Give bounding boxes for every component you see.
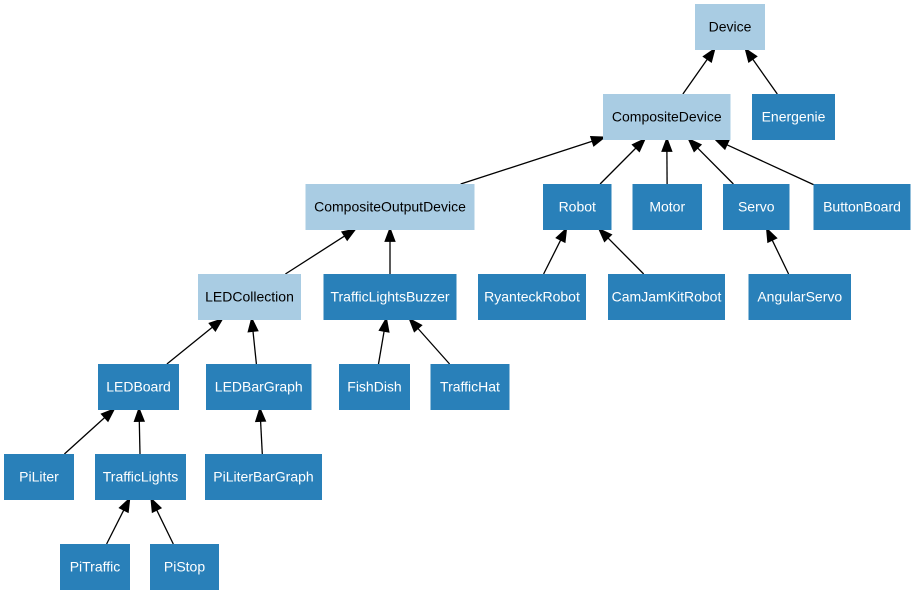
svg-text:LEDBarGraph: LEDBarGraph [215, 379, 303, 395]
svg-text:PiStop: PiStop [164, 559, 205, 575]
svg-text:PiLiter: PiLiter [19, 469, 59, 485]
svg-text:PiLiterBarGraph: PiLiterBarGraph [213, 469, 313, 485]
svg-text:PiTraffic: PiTraffic [70, 559, 121, 575]
svg-text:CamJamKitRobot: CamJamKitRobot [612, 289, 722, 305]
svg-text:TrafficLights: TrafficLights [103, 469, 178, 485]
svg-text:Energenie: Energenie [762, 109, 826, 125]
svg-text:CompositeDevice: CompositeDevice [612, 109, 722, 125]
svg-text:ButtonBoard: ButtonBoard [823, 199, 901, 215]
svg-text:TrafficHat: TrafficHat [440, 379, 500, 395]
svg-text:FishDish: FishDish [347, 379, 401, 395]
svg-text:LEDBoard: LEDBoard [106, 379, 171, 395]
svg-text:CompositeOutputDevice: CompositeOutputDevice [314, 199, 466, 215]
svg-text:Robot: Robot [559, 199, 596, 215]
svg-text:LEDCollection: LEDCollection [205, 289, 294, 305]
svg-text:Device: Device [709, 19, 752, 35]
svg-text:RyanteckRobot: RyanteckRobot [484, 289, 580, 305]
svg-text:Servo: Servo [738, 199, 775, 215]
svg-text:Motor: Motor [649, 199, 685, 215]
svg-text:AngularServo: AngularServo [757, 289, 842, 305]
svg-text:TrafficLightsBuzzer: TrafficLightsBuzzer [330, 289, 449, 305]
